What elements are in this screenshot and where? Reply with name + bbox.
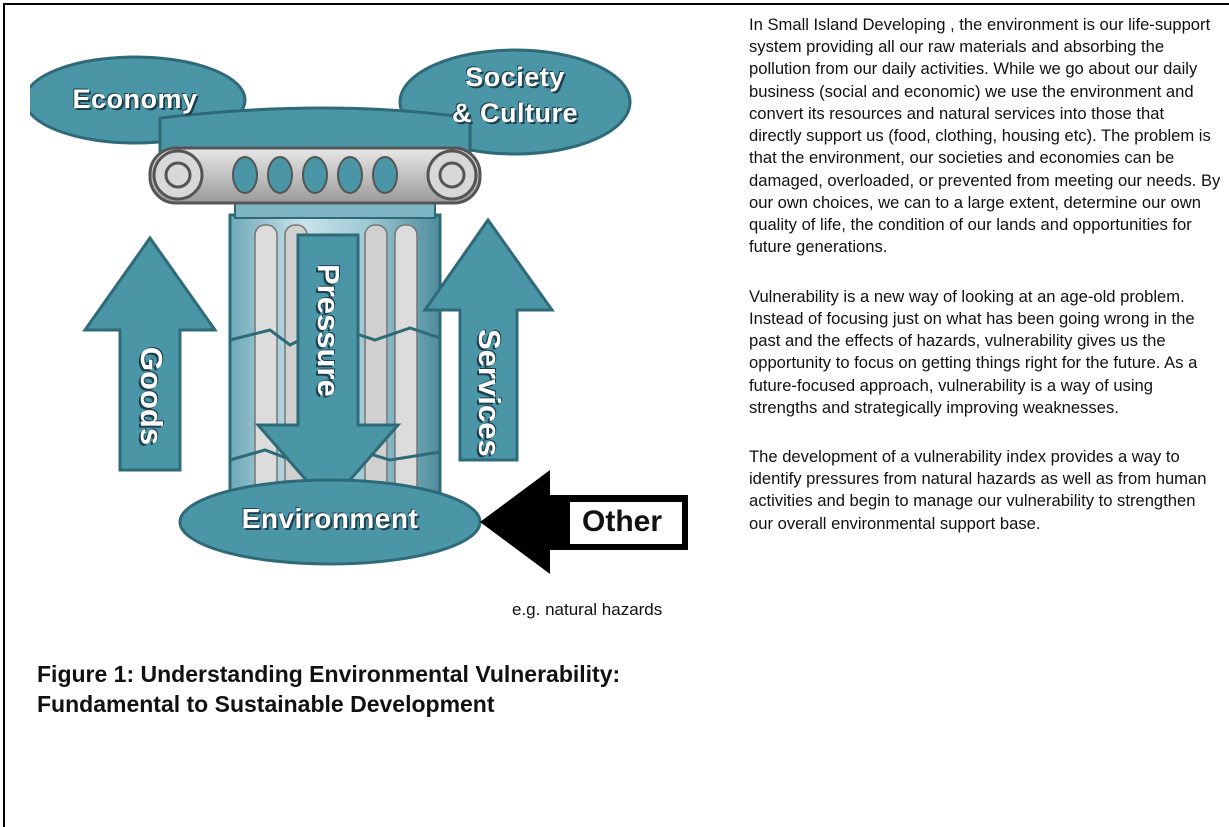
pressure-label: Pressure: [311, 264, 346, 397]
pillar-capital: [148, 106, 482, 205]
paragraph: In Small Island Developing , the environ…: [749, 15, 1221, 257]
diagram-graphic: [30, 48, 688, 574]
figure-title: Figure 1: Understanding Environmental Vu…: [37, 660, 737, 720]
society-label-line2: & Culture: [452, 98, 578, 128]
other-label: Other: [582, 505, 663, 538]
paragraph: The development of a vulnerability index…: [749, 446, 1207, 533]
pressure-arrow: [254, 233, 402, 508]
figure-title-line2: Fundamental to Sustainable Development: [37, 690, 495, 717]
services-arrow: [422, 217, 555, 462]
figure-title-line1: Figure 1: Understanding Environmental Vu…: [37, 661, 621, 687]
goods-arrow: [82, 235, 218, 472]
goods-label: Goods: [134, 346, 169, 446]
economy-label: Economy: [72, 84, 198, 114]
page-frame: [3, 3, 1229, 827]
environment-label: Environment: [241, 503, 419, 534]
society-label-line1: Society: [465, 62, 565, 92]
paragraph: Vulnerability is a new way of looking at…: [749, 286, 1198, 417]
vulnerability-diagram: Economy Society & Culture Environment Go…: [30, 40, 700, 580]
body-text: In Small Island Developing , the environ…: [749, 14, 1221, 562]
other-note: e.g. natural hazards: [512, 600, 663, 619]
services-label: Services: [472, 329, 507, 457]
